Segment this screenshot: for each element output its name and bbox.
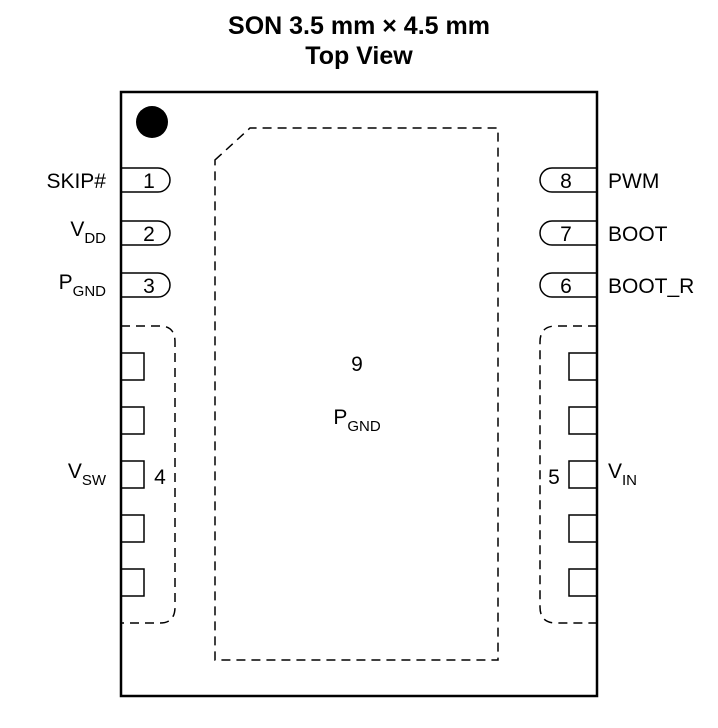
pin-1-number: 1 — [143, 170, 155, 193]
pin-6-number: 6 — [560, 275, 572, 298]
pin-2-pad — [121, 220, 171, 246]
pin-6-pad — [539, 272, 597, 298]
pin1-indicator-dot — [136, 106, 168, 138]
pin-1-pad — [121, 167, 171, 193]
pin-4-pad — [121, 325, 176, 624]
pin-9-label: PGND — [333, 406, 381, 435]
view-label: Top View — [305, 42, 413, 70]
pin-2-label: VDD — [70, 218, 106, 247]
pin-7-label: BOOT — [608, 223, 668, 246]
pin-8-number: 8 — [560, 170, 572, 193]
thermal-pad-outline — [214, 127, 499, 661]
pin-4-number: 4 — [154, 466, 166, 489]
package-title: SON 3.5 mm × 4.5 mm — [228, 12, 490, 40]
pin-7-number: 7 — [560, 223, 572, 246]
pin-4-fingers — [121, 352, 145, 597]
pin-5-pad — [539, 325, 597, 624]
pin-2-number: 2 — [143, 223, 155, 246]
pin-7-pad — [539, 220, 597, 246]
pin-3-label: PGND — [59, 271, 107, 300]
pin-5-label: VIN — [608, 460, 637, 489]
pin-8-pad — [539, 167, 597, 193]
package-outline — [119, 90, 599, 698]
pin-3-number: 3 — [143, 275, 155, 298]
pin-6-label: BOOT_R — [608, 275, 694, 298]
pin-3-pad — [121, 272, 171, 298]
pin-5-fingers — [568, 352, 597, 597]
pin-8-label: PWM — [608, 170, 659, 193]
pin-4-label: VSW — [68, 460, 107, 489]
pin-9-number: 9 — [351, 353, 363, 376]
pin-1-label: SKIP# — [46, 170, 106, 193]
pin-5-number: 5 — [548, 466, 560, 489]
